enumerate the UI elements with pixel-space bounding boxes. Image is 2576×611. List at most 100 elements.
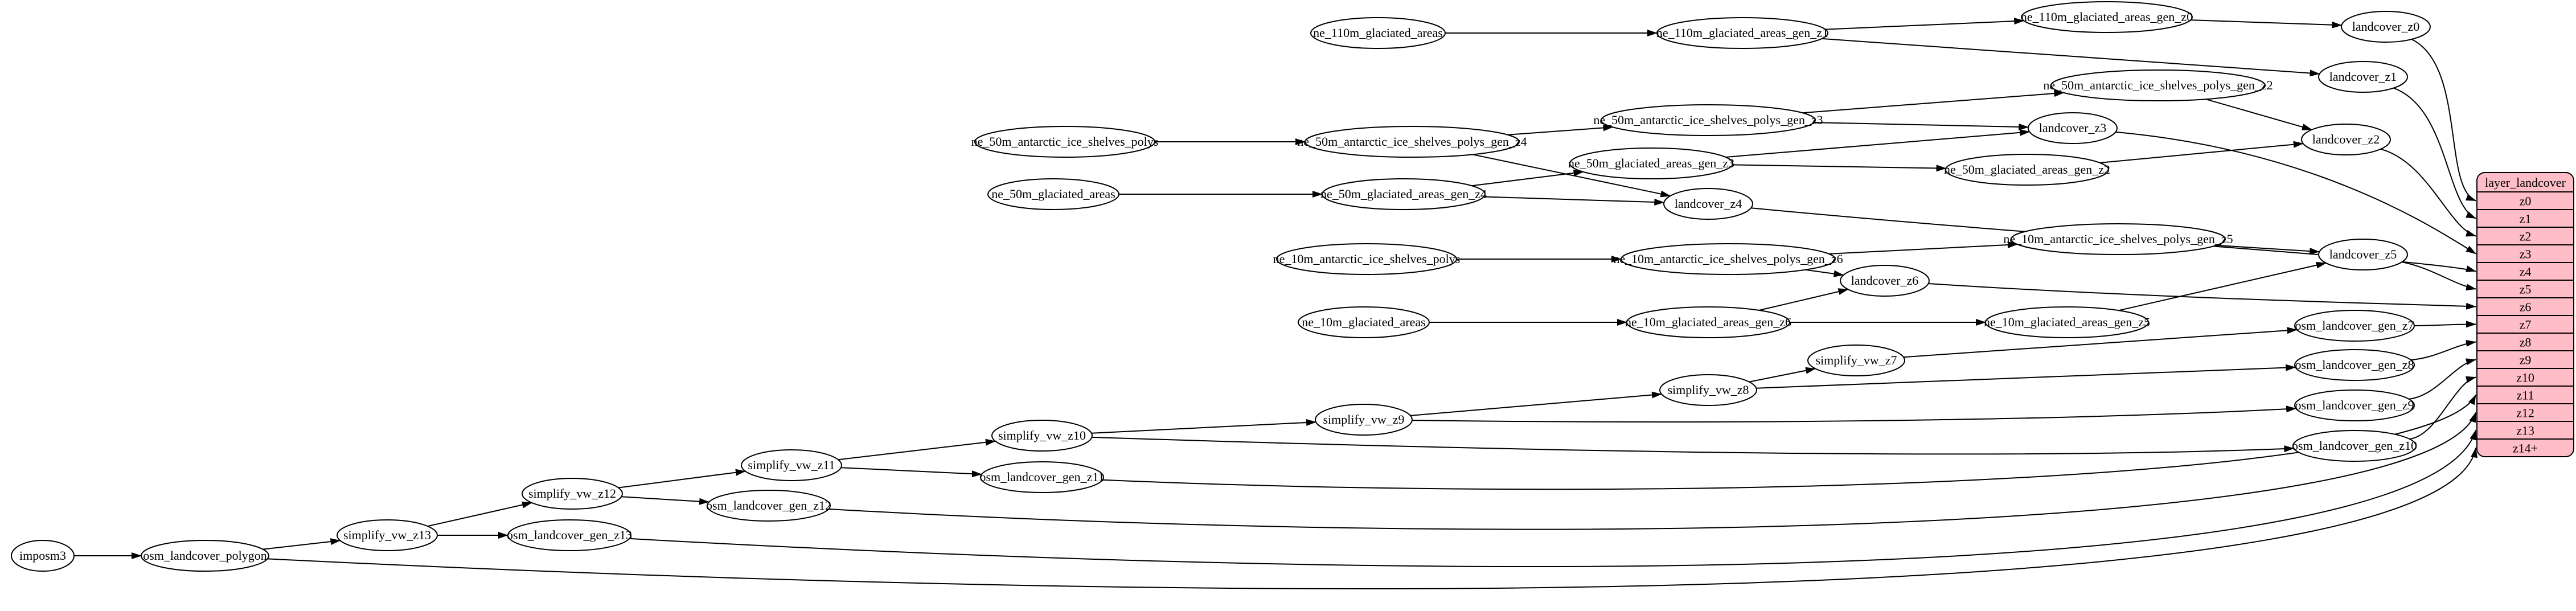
node-label-ne_110m_glaciated_areas_gen_z1: ne_110m_glaciated_areas_gen_z1 <box>1656 26 1828 40</box>
node-label-osm_landcover_gen_z11: osm_landcover_gen_z11 <box>979 470 1104 484</box>
table-row-label-z5: z5 <box>2520 282 2532 297</box>
edges-layer <box>74 18 2477 589</box>
table-row-label-z6: z6 <box>2520 300 2532 314</box>
node-label-ne_10m_antarctic_ice_shelves_polys: ne_10m_antarctic_ice_shelves_polys <box>1273 252 1461 266</box>
node-ne_10m_antarctic_ice_shelves_polys: ne_10m_antarctic_ice_shelves_polys <box>1273 243 1461 275</box>
node-ne_50m_glaciated_areas_gen_z3: ne_50m_glaciated_areas_gen_z3 <box>1568 147 1734 179</box>
node-label-simplify_vw_z8: simplify_vw_z8 <box>1668 383 1749 397</box>
node-ellipse-ne_50m_glaciated_areas_gen_z4 <box>1322 178 1486 210</box>
node-label-osm_landcover_polygon: osm_landcover_polygon <box>143 548 267 563</box>
node-simplify_vw_z12: simplify_vw_z12 <box>522 478 623 510</box>
node-label-landcover_z0: landcover_z0 <box>2352 19 2420 34</box>
node-osm_landcover_gen_z7: osm_landcover_gen_z7 <box>2294 310 2415 342</box>
node-landcover_z2: landcover_z2 <box>2301 124 2391 155</box>
node-ellipse-ne_50m_antarctic_ice_shelves_polys_gen_z2 <box>2050 69 2266 101</box>
node-ne_110m_glaciated_areas_gen_z1: ne_110m_glaciated_areas_gen_z1 <box>1656 17 1828 49</box>
table-row-label-z11: z11 <box>2517 388 2534 403</box>
table-row-label-z9: z9 <box>2520 353 2532 367</box>
node-label-ne_50m_glaciated_areas_gen_z3: ne_50m_glaciated_areas_gen_z3 <box>1568 156 1734 170</box>
node-label-landcover_z6: landcover_z6 <box>1851 273 1919 288</box>
node-label-ne_10m_antarctic_ice_shelves_polys_gen_z6: ne_10m_antarctic_ice_shelves_polys_gen_z… <box>1613 252 1843 266</box>
node-landcover_z1: landcover_z1 <box>2318 61 2408 93</box>
table-row-label-z1: z1 <box>2520 212 2532 226</box>
node-label-ne_50m_antarctic_ice_shelves_polys_gen_z3: ne_50m_antarctic_ice_shelves_polys_gen_z… <box>1593 113 1823 127</box>
node-osm_landcover_gen_z10: osm_landcover_gen_z10 <box>2292 430 2417 462</box>
edge-ne_50m_glaciated_areas_gen_z3-to-landcover_z3 <box>1725 129 2031 158</box>
edge-landcover_z5-to-row-z5 <box>2402 261 2476 291</box>
node-osm_landcover_gen_z9: osm_landcover_gen_z9 <box>2294 389 2415 421</box>
node-ne_10m_glaciated_areas: ne_10m_glaciated_areas <box>1298 306 1430 338</box>
table-row-z14+ <box>2477 438 2574 457</box>
node-label-landcover_z3: landcover_z3 <box>2039 121 2107 135</box>
table-row-label-z12: z12 <box>2516 406 2534 420</box>
edge-simplify_vw_z13-to-simplify_vw_z12 <box>427 501 532 527</box>
node-ellipse-ne_10m_glaciated_areas_gen_z6 <box>1626 306 1790 338</box>
node-ellipse-ne_50m_glaciated_areas <box>987 178 1119 210</box>
node-label-osm_landcover_gen_z7: osm_landcover_gen_z7 <box>2295 318 2414 333</box>
node-ellipse-ne_50m_antarctic_ice_shelves_polys_gen_z4 <box>1305 126 1520 158</box>
edge-ne_50m_glaciated_areas_gen_z3-to-ne_50m_glaciated_areas_gen_z2 <box>1732 164 1947 172</box>
edge-osm_landcover_polygon-to-row-z14+ <box>267 447 2477 589</box>
node-ne_10m_glaciated_areas_gen_z5: ne_10m_glaciated_areas_gen_z5 <box>1984 306 2150 338</box>
node-ellipse-simplify_vw_z11 <box>741 449 842 481</box>
table-row-label-z8: z8 <box>2520 335 2532 350</box>
edge-simplify_vw_z8-to-simplify_vw_z7 <box>1749 367 1816 383</box>
node-ellipse-landcover_z2 <box>2301 124 2391 155</box>
node-label-osm_landcover_gen_z9: osm_landcover_gen_z9 <box>2295 398 2414 412</box>
edge-landcover_z4-to-row-z4 <box>1751 207 2476 272</box>
edge-landcover_z1-to-row-z1 <box>2393 87 2476 219</box>
node-ne_110m_glaciated_areas_gen_z0: ne_110m_glaciated_areas_gen_z0 <box>2021 1 2193 33</box>
node-label-ne_10m_glaciated_areas: ne_10m_glaciated_areas <box>1302 315 1425 329</box>
edge-ne_10m_antarctic_ice_shelves_polys_gen_z5-to-landcover_z5 <box>2216 244 2320 255</box>
edge-simplify_vw_z12-to-simplify_vw_z11 <box>618 469 746 489</box>
node-ellipse-osm_landcover_gen_z8 <box>2294 349 2415 381</box>
node-landcover_z4: landcover_z4 <box>1663 188 1753 220</box>
node-label-osm_landcover_gen_z12: osm_landcover_gen_z12 <box>706 498 831 512</box>
node-simplify_vw_z7: simplify_vw_z7 <box>1807 345 1905 376</box>
edge-ne_110m_glaciated_areas_gen_z1-to-landcover_z1 <box>1822 38 2320 77</box>
node-label-landcover_z4: landcover_z4 <box>1675 196 1742 211</box>
node-label-simplify_vw_z13: simplify_vw_z13 <box>343 528 431 542</box>
layer-landcover-table: z0z1z2z3z4z5z6z7z8z9z10z11z12z13z14+laye… <box>2476 172 2574 457</box>
edge-ne_110m_glaciated_areas_gen_z0-to-landcover_z0 <box>2191 19 2343 28</box>
node-landcover_z3: landcover_z3 <box>2028 112 2118 144</box>
node-ne_50m_glaciated_areas: ne_50m_glaciated_areas <box>987 178 1119 210</box>
node-ellipse-ne_50m_antarctic_ice_shelves_polys_gen_z3 <box>1601 104 1816 136</box>
table-row-label-z0: z0 <box>2520 194 2532 208</box>
node-label-ne_50m_glaciated_areas_gen_z4: ne_50m_glaciated_areas_gen_z4 <box>1320 187 1487 201</box>
table-row-label-z10: z10 <box>2516 371 2534 385</box>
node-label-landcover_z1: landcover_z1 <box>2329 69 2397 84</box>
node-osm_landcover_gen_z11: osm_landcover_gen_z11 <box>979 461 1105 493</box>
node-ellipse-ne_10m_antarctic_ice_shelves_polys <box>1276 243 1457 275</box>
edge-ne_50m_antarctic_ice_shelves_polys_gen_z4-to-ne_50m_antarctic_ice_shelves_polys_gen_z3 <box>1507 124 1614 136</box>
node-ellipse-osm_landcover_polygon <box>141 540 269 572</box>
node-landcover_z6: landcover_z6 <box>1840 265 1930 297</box>
edge-simplify_vw_z10-to-osm_landcover_gen_z10 <box>1092 436 2295 455</box>
node-label-simplify_vw_z10: simplify_vw_z10 <box>998 428 1086 442</box>
node-label-ne_50m_antarctic_ice_shelves_polys_gen_z2: ne_50m_antarctic_ice_shelves_polys_gen_z… <box>2043 78 2273 92</box>
node-landcover_z5: landcover_z5 <box>2318 239 2408 270</box>
node-label-osm_landcover_gen_z10: osm_landcover_gen_z10 <box>2292 438 2417 453</box>
node-label-ne_110m_glaciated_areas_gen_z0: ne_110m_glaciated_areas_gen_z0 <box>2021 10 2193 24</box>
node-ellipse-landcover_z0 <box>2341 11 2431 43</box>
node-ellipse-simplify_vw_z10 <box>991 420 1093 452</box>
node-ellipse-ne_110m_glaciated_areas <box>1310 17 1446 49</box>
node-ellipse-ne_50m_antarctic_ice_shelves_polys <box>974 126 1155 158</box>
edge-landcover_z6-to-row-z6 <box>1928 283 2476 310</box>
node-label-ne_10m_glaciated_areas_gen_z5: ne_10m_glaciated_areas_gen_z5 <box>1984 315 2150 329</box>
node-ellipse-simplify_vw_z13 <box>337 519 438 551</box>
table-row-label-z14+: z14+ <box>2513 441 2538 456</box>
node-label-ne_110m_glaciated_areas: ne_110m_glaciated_areas <box>1313 26 1443 40</box>
node-ellipse-osm_landcover_gen_z12 <box>707 490 831 522</box>
node-label-simplify_vw_z11: simplify_vw_z11 <box>748 458 835 472</box>
node-ellipse-landcover_z4 <box>1663 188 1753 220</box>
node-ellipse-ne_50m_glaciated_areas_gen_z2 <box>1945 154 2109 186</box>
node-imposm3: imposm3 <box>11 540 75 572</box>
node-label-osm_landcover_gen_z8: osm_landcover_gen_z8 <box>2295 358 2414 372</box>
node-ne_50m_antarctic_ice_shelves_polys: ne_50m_antarctic_ice_shelves_polys <box>971 126 1158 158</box>
edge-landcover_z0-to-row-z0 <box>2411 39 2476 202</box>
edge-landcover_z2-to-row-z2 <box>2380 148 2476 237</box>
node-osm_landcover_gen_z13: osm_landcover_gen_z13 <box>507 519 632 551</box>
